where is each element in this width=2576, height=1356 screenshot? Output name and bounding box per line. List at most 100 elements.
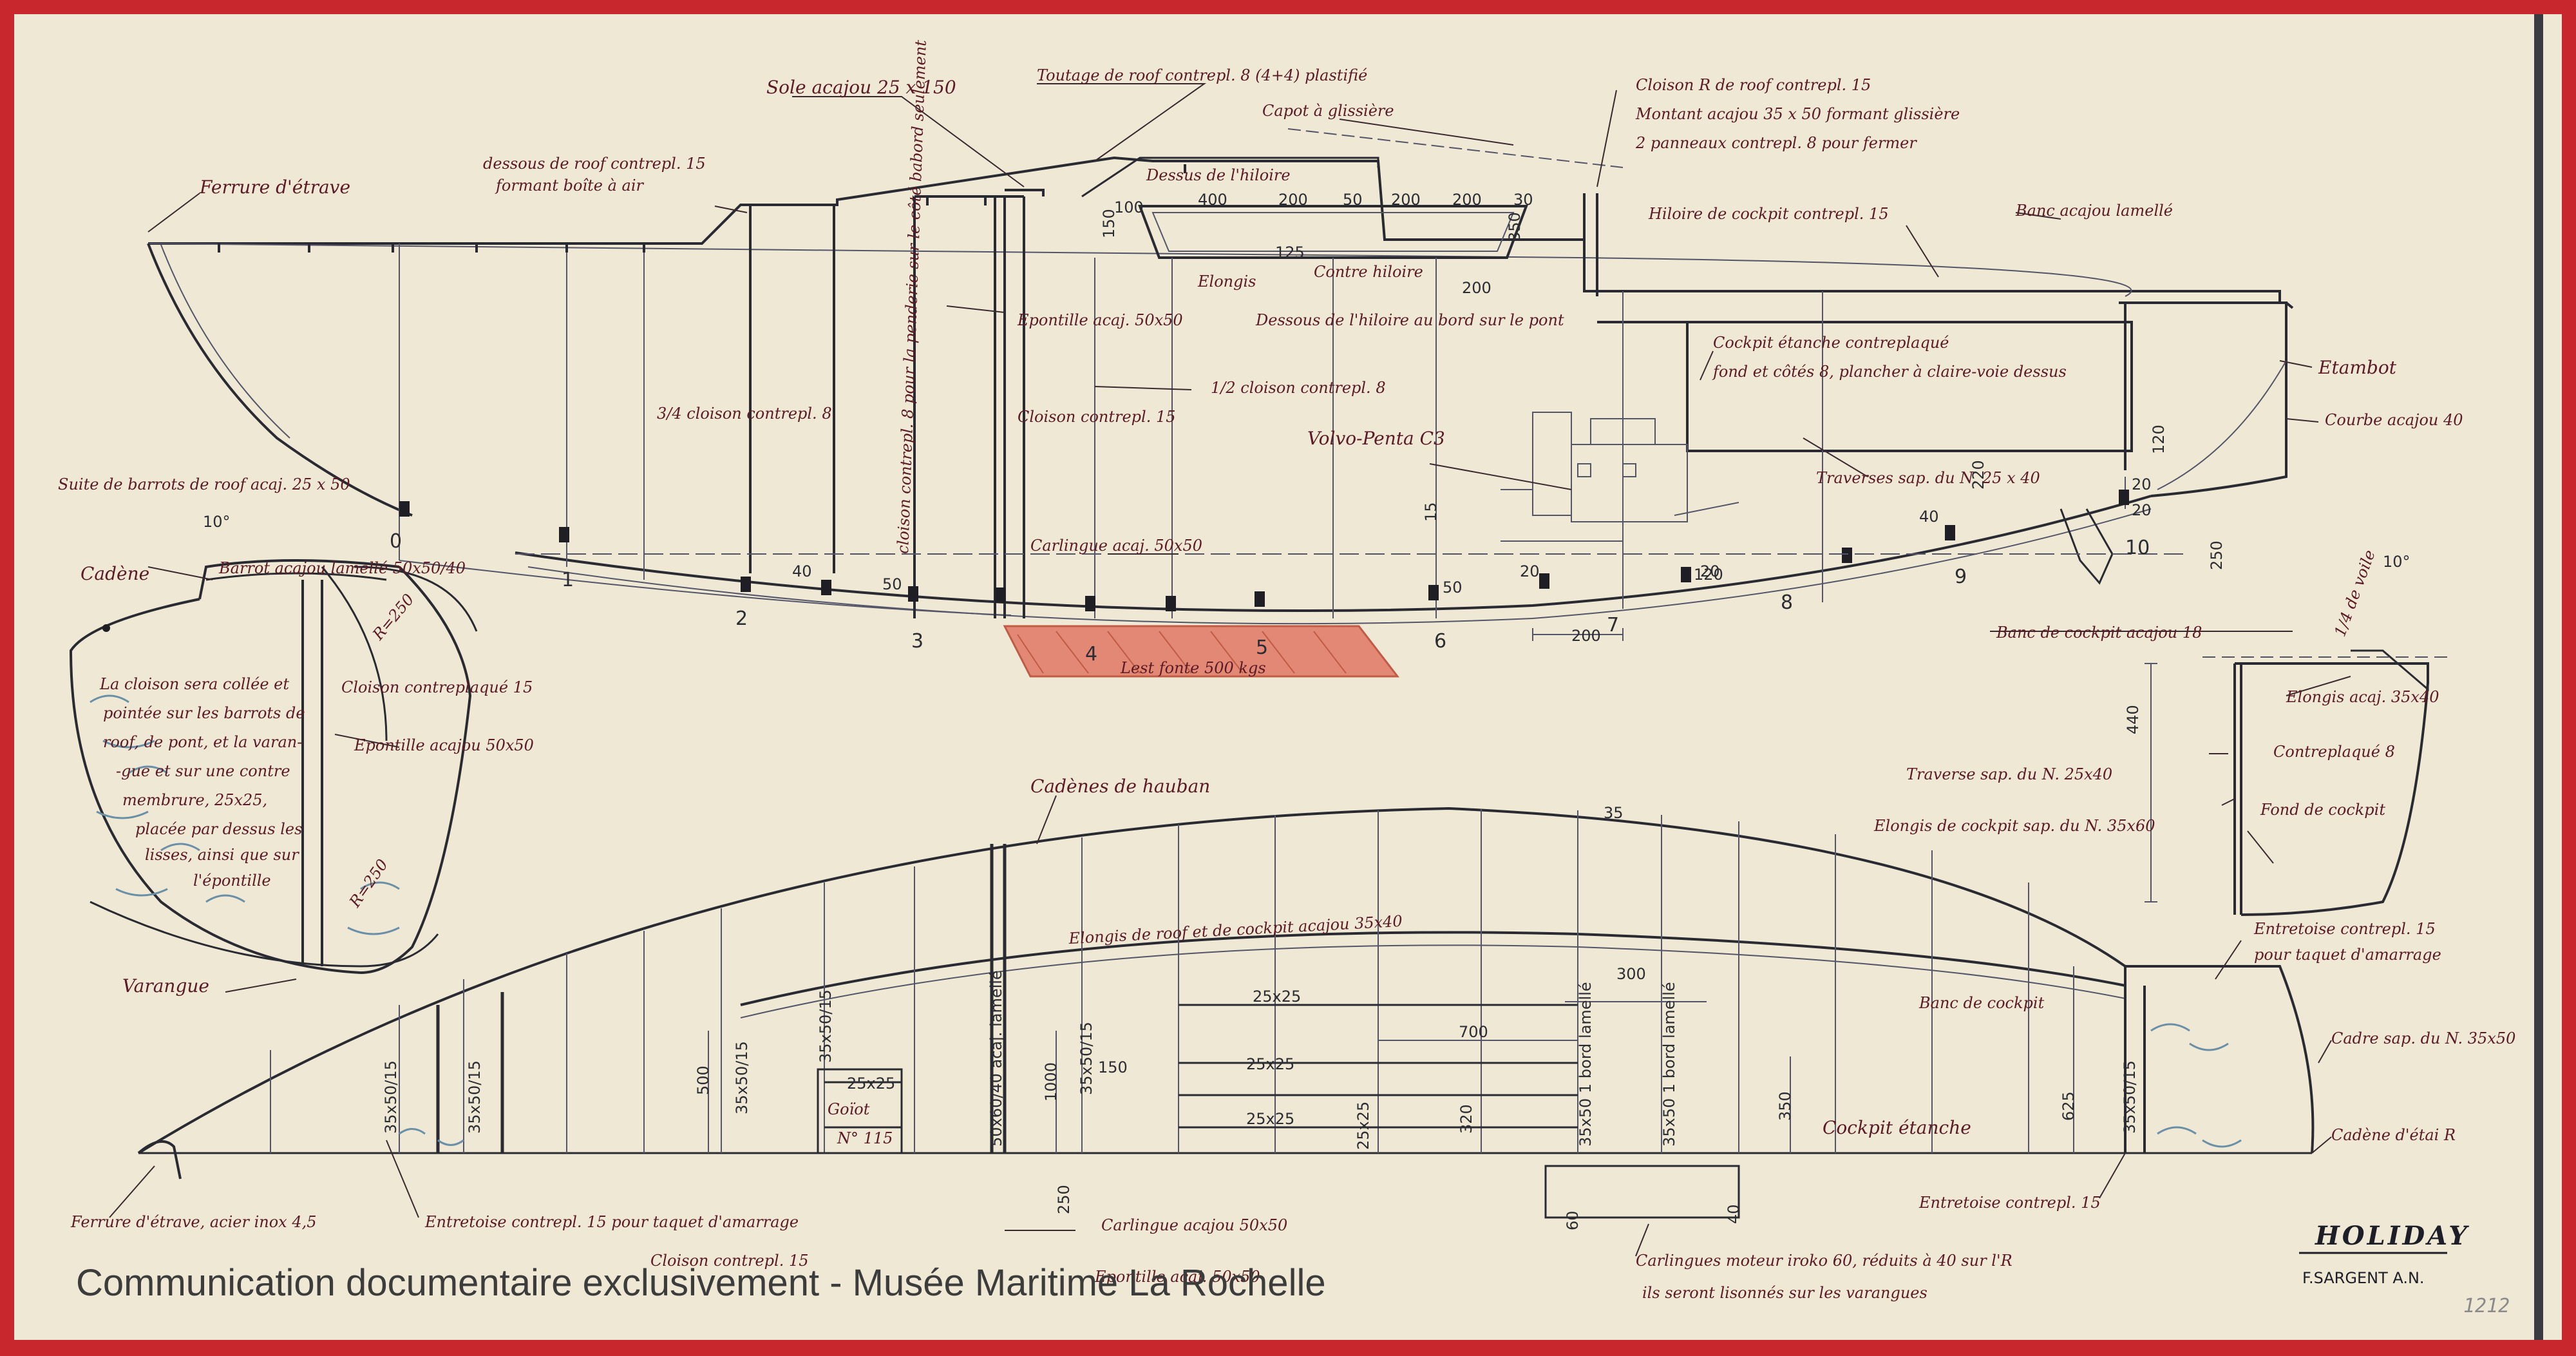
label-elongis-roof: Elongis de roof et de cockpit acajou 35x… — [1068, 912, 1403, 948]
watermark: Communication documentaire exclusivement… — [76, 1262, 1326, 1304]
note-cloison-1: La cloison sera collée et — [99, 675, 289, 693]
hiloire-inner — [1151, 212, 1515, 252]
label-cockpit-etanche-top: Cockpit étanche contreplaqué — [1713, 334, 1949, 352]
deck-beam-ticks — [218, 164, 1186, 253]
keel-line-3 — [399, 560, 1012, 616]
ballast-keel — [1003, 625, 1400, 678]
plan-elongis — [740, 931, 2126, 1006]
label-entretoise-contrepl: Entretoise contrepl. 15 — [2253, 920, 2436, 938]
label-fond-cockpit: Fond de cockpit — [2260, 801, 2385, 819]
plan-bulkheads — [436, 844, 1007, 1153]
section-view-right — [2145, 649, 2447, 916]
dim-20d: 20 — [1700, 562, 1720, 580]
label-banc-cockpit: Banc de cockpit — [1918, 994, 2045, 1012]
profile-view — [147, 128, 2294, 678]
label-volvo: Volvo-Penta C3 — [1307, 428, 1445, 449]
note-cloison-4: -gue et sur une contre — [116, 762, 290, 780]
label-ligne: 1/4 de voile — [2331, 548, 2379, 639]
label-elongis-acaj: Elongis acaj. 35x40 — [2286, 688, 2439, 706]
label-toutage-roof: Toutage de roof contrepl. 8 (4+4) plasti… — [1037, 66, 1367, 84]
stem-inner — [160, 244, 290, 439]
station-4: 4 — [1085, 643, 1097, 665]
label-dessous-hiloire: Dessous de l'hiloire au bord sur le pont — [1255, 311, 1564, 329]
label-cloison-3-4: 3/4 cloison contrepl. 8 — [657, 405, 832, 423]
dim-700: 700 — [1459, 1023, 1488, 1041]
roof-hatch — [1081, 157, 1379, 198]
size-4: 35x50/15 — [817, 989, 835, 1063]
rudder — [2060, 508, 2114, 585]
dim-10-deg-b: 10° — [2383, 553, 2410, 571]
bulkheads — [749, 193, 1598, 618]
dim-250: 250 — [1055, 1185, 1073, 1214]
interior-lines — [399, 244, 2126, 618]
section-right-hull — [360, 566, 472, 974]
sheer-dashed — [1287, 128, 1624, 168]
label-ferrure-etrave-bottom: Ferrure d'étrave, acier inox 4,5 — [70, 1213, 317, 1231]
section-roof — [198, 559, 400, 600]
hiloire-frame — [1138, 205, 1528, 259]
size-6: 35x50/15 — [1077, 1022, 1095, 1095]
note-cloison-8: l'épontille — [193, 872, 271, 890]
annotations: Ferrure d'étrave dessous de roof contrep… — [58, 39, 2515, 1302]
station-2: 2 — [735, 607, 748, 630]
label-cloison-contrepl: Cloison contrepl. 15 — [1018, 408, 1176, 426]
note-cloison-3: roof, de pont, et la varan- — [103, 733, 302, 751]
label-traverse-sap: Traverse sap. du N. 25x40 — [1906, 765, 2112, 783]
label-entretoise-taquet: Entretoise contrepl. 15 pour taquet d'am… — [424, 1213, 799, 1231]
dim-20a: 20 — [2132, 475, 2152, 493]
dim-60: 60 — [1564, 1210, 1582, 1230]
station-10: 10 — [2125, 537, 2150, 559]
size-8: 35x50 1 bord lamellé — [1660, 982, 1678, 1147]
size-2: 35x50/15 — [466, 1060, 484, 1134]
dim-200d: 200 — [1462, 279, 1492, 297]
size-10: 25x25 — [1253, 988, 1301, 1006]
dim-220: 220 — [1969, 460, 1987, 490]
label-demi-cloison: 1/2 cloison contrepl. 8 — [1211, 379, 1386, 397]
label-r250-a: R=250 — [369, 591, 418, 644]
stem — [147, 243, 413, 517]
size-13: 25x25 — [847, 1074, 895, 1093]
label-dessous-roof: dessous de roof contrepl. 15 — [483, 155, 706, 173]
size-5: 50x60/40 acaj. lamellé — [987, 970, 1005, 1147]
dim-50b: 50 — [882, 575, 902, 593]
station-5: 5 — [1256, 636, 1268, 659]
label-cadene: Cadène — [80, 563, 149, 584]
plan-view — [137, 807, 2315, 1219]
plan-elongis-2 — [740, 944, 2126, 1018]
station-numbers: 0 1 2 3 4 5 6 7 8 9 10 — [390, 530, 2150, 665]
label-epontille-bottom: Epontille acaj. 50x50 — [1094, 1268, 1260, 1286]
label-cadene-etai: Cadène d'étai R — [2331, 1126, 2456, 1144]
boat-name: HOLIDAY — [2315, 1221, 2470, 1251]
dim-50c: 50 — [1443, 578, 1463, 597]
label-cadenes-hauban: Cadènes de hauban — [1030, 776, 1210, 797]
size-14: 25x25 — [1354, 1102, 1372, 1150]
section-circle-arc — [354, 566, 478, 632]
label-epontille-section: Epontille acajou 50x50 — [354, 736, 534, 754]
transom — [2119, 301, 2287, 497]
size-9: 35x50/15 — [2121, 1060, 2139, 1134]
size-11: 25x25 — [1246, 1055, 1294, 1073]
plan-sheer — [137, 807, 2315, 1154]
sheet-number: 1212 — [2463, 1295, 2510, 1317]
note-cloison-2: pointée sur les barrots de — [103, 704, 305, 722]
label-carlingue-moteur: Carlingues moteur iroko 60, réduits à 40… — [1636, 1252, 2012, 1270]
stern-inner — [2351, 649, 2429, 692]
note-cloison-7: lisses, ainsi que sur — [145, 846, 299, 864]
note-cloison-6: placée par dessus les — [135, 820, 302, 838]
section-beam — [205, 572, 387, 581]
border-top — [0, 0, 2576, 14]
dim-200c: 200 — [1452, 191, 1482, 209]
dim-20c: 20 — [1520, 562, 1540, 580]
frame-sections — [399, 490, 2129, 611]
size-1: 35x50/15 — [382, 1060, 400, 1134]
designer: F.SARGENT A.N. — [2302, 1269, 2425, 1287]
label-goiot-no: N° 115 — [837, 1129, 893, 1147]
dim-200e: 200 — [1571, 627, 1601, 645]
dim-440: 440 — [2124, 705, 2142, 734]
section-grain — [90, 694, 400, 935]
label-goiot: Goïot — [828, 1100, 870, 1118]
dimension-figures: 400 200 50 200 200 30 350 150 100 125 20… — [203, 191, 2410, 1230]
dim-35: 35 — [1604, 804, 1624, 822]
stern-bench — [2233, 664, 2242, 915]
